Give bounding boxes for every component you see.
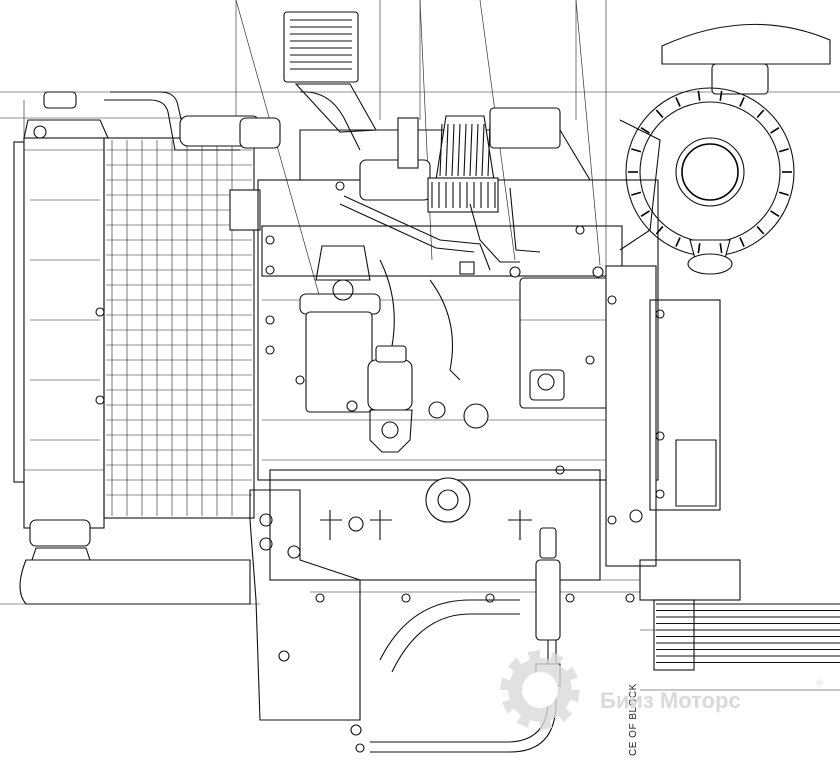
breather-cap <box>427 115 499 213</box>
oil-filter <box>367 345 413 453</box>
watermark-gear-icon <box>500 650 580 730</box>
exhaust-bellows <box>283 11 377 151</box>
flywheel-fins <box>653 599 840 671</box>
bolts <box>265 181 635 603</box>
engine-mount <box>19 489 361 721</box>
drain-cocks <box>320 510 532 540</box>
pipework <box>339 187 604 381</box>
fan-guard <box>103 137 255 519</box>
upper-hose <box>104 91 281 231</box>
pulley <box>425 401 489 523</box>
watermark-registered: ® <box>816 678 823 688</box>
timing-cover <box>605 265 741 601</box>
air-filter <box>619 23 831 275</box>
block-reference-label: CE OF BLOCK <box>628 683 639 756</box>
watermark-text: Бииз Моторс <box>600 688 741 713</box>
oil-sump-pipe <box>379 599 520 673</box>
watermark: Бииз Моторс ® <box>500 650 823 730</box>
fuel-filter <box>299 245 381 413</box>
injection-pump <box>519 277 611 409</box>
radiator <box>13 91 109 561</box>
